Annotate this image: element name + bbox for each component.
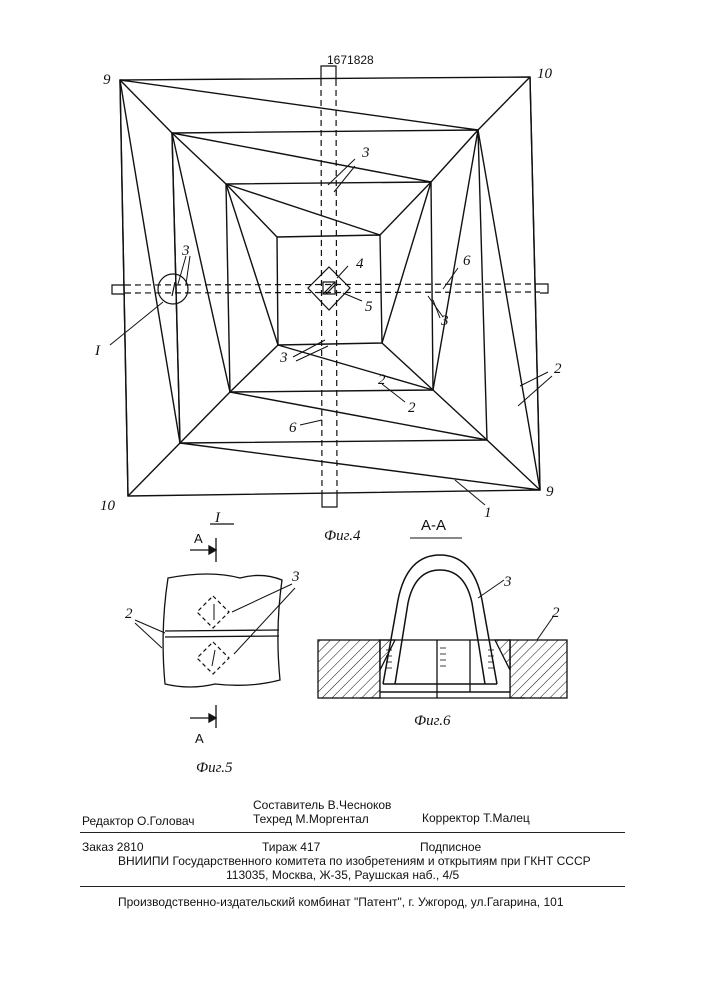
figure-6-caption: Фиг.6 xyxy=(414,713,450,730)
imprint-subscription: Подписное xyxy=(420,840,481,854)
imprint-corrector: Корректор Т.Малец xyxy=(422,811,530,825)
imprint-editor: Редактор О.Головач xyxy=(82,814,194,828)
imprint-circulation: Тираж 417 xyxy=(262,840,320,854)
imprint-rule-bottom xyxy=(80,886,625,887)
imprint-compiler: Составитель В.Чесноков xyxy=(253,798,391,812)
figure-6-section-title: А-А xyxy=(421,517,446,534)
fig6-label-3: 3 xyxy=(504,574,512,590)
imprint-address: 113035, Москва, Ж-35, Раушская наб., 4/5 xyxy=(226,868,459,882)
imprint-vniipi: ВНИИПИ Государственного комитета по изоб… xyxy=(118,854,591,868)
imprint-order: Заказ 2810 xyxy=(82,840,144,854)
imprint-publisher: Производственно-издательский комбинат "П… xyxy=(118,895,564,909)
imprint-techred: Техред М.Моргентал xyxy=(253,812,369,826)
fig6-label-2: 2 xyxy=(552,605,560,621)
imprint-rule-top xyxy=(80,832,625,833)
